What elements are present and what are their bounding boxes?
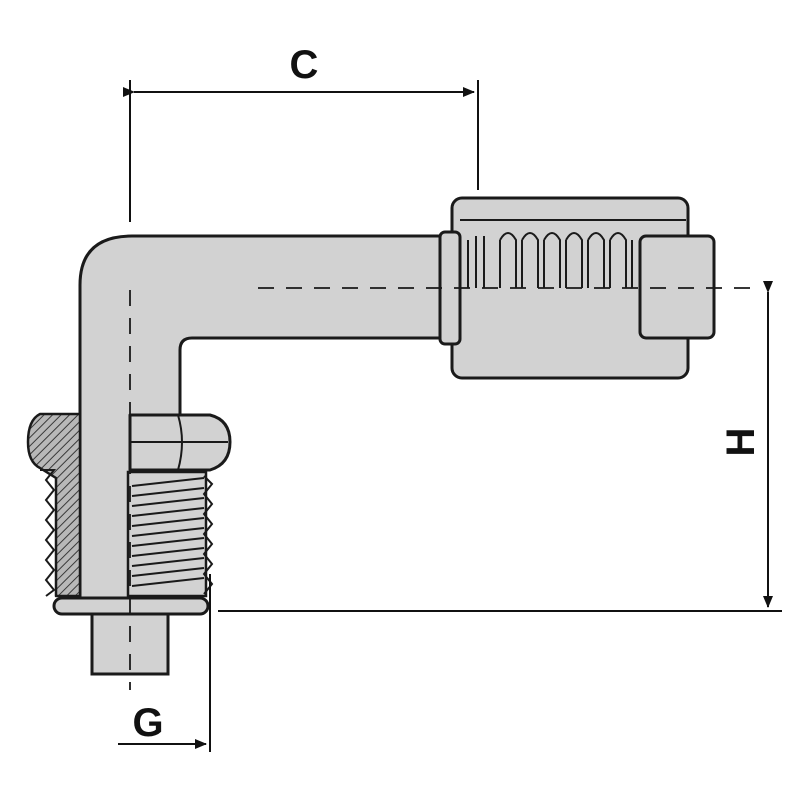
dimension-h: H	[218, 281, 782, 612]
ferrule-grooves	[467, 232, 633, 288]
sectioned-nut	[26, 412, 82, 598]
hex-nut	[128, 413, 232, 472]
centerlines	[129, 287, 760, 690]
dimension-c: C	[123, 43, 479, 222]
c-label: C	[290, 43, 319, 87]
dimension-g: G	[118, 574, 211, 752]
g-label: G	[132, 701, 163, 745]
h-label: H	[719, 428, 763, 457]
threaded-spigot	[126, 470, 214, 598]
ferrule-socket	[638, 234, 716, 340]
seal-washer	[52, 596, 210, 616]
